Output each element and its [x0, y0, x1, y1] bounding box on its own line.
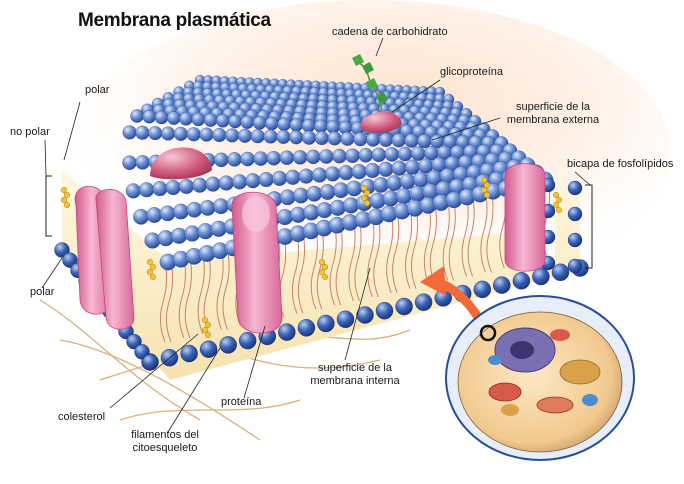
page-title: Membrana plasmática [78, 10, 271, 31]
label-inner-surface-line2: membrana interna [310, 375, 400, 387]
label-inner-surface-line1: superficie de la [318, 362, 392, 374]
label-glycoprotein: glicoproteína [440, 66, 503, 78]
transmembrane-protein-center [231, 192, 283, 334]
transmembrane-protein-right [504, 163, 546, 272]
carbohydrate-chain [352, 54, 388, 111]
label-phospholipid-bilayer: bicapa de fosfolípidos [567, 158, 674, 170]
label-nonpolar: no polar [10, 126, 50, 138]
bilayer-bracket [585, 184, 593, 269]
label-polar-bottom: polar [30, 286, 55, 298]
label-protein: proteína [221, 396, 262, 408]
label-filaments-line2: citoesqueleto [132, 442, 198, 454]
label-outer-surface: superficie de la membrana externa [498, 101, 608, 127]
label-polar-top: polar [85, 84, 110, 96]
cell-inset [445, 295, 635, 461]
bilayer-core [62, 170, 580, 380]
leader-lines [41, 37, 591, 433]
label-cholesterol: colesterol [58, 411, 106, 423]
label-cytoskeleton-filaments: filamentos del citoesqueleto [115, 429, 215, 455]
nonpolar-bracket [45, 175, 52, 237]
label-outer-surface-line2: membrana externa [506, 114, 600, 126]
label-filaments-line1: filamentos del [131, 429, 199, 441]
label-outer-surface-line1: superficie de la [516, 101, 590, 113]
transmembrane-protein-left [74, 185, 135, 330]
glycoprotein-dome [360, 111, 402, 133]
label-carbohydrate-chain: cadena de carbohidrato [332, 26, 448, 38]
cholesterol-molecules [60, 176, 563, 339]
label-inner-surface: superficie de la membrana interna [300, 362, 410, 388]
peripheral-protein [150, 147, 212, 180]
